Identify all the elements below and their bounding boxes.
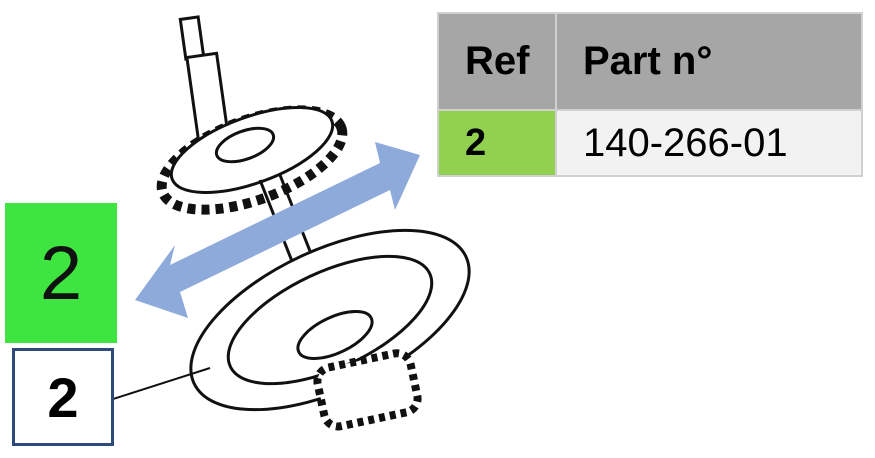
- table-row: 2 140-266-01: [437, 109, 863, 177]
- table-header-row: Ref Part n°: [437, 12, 863, 111]
- callout-label-box: 2: [12, 348, 114, 446]
- header-ref: Ref: [437, 12, 557, 111]
- header-part-number: Part n°: [555, 12, 863, 111]
- cell-part-number: 140-266-01: [555, 109, 863, 177]
- parts-table: Ref Part n° 2 140-266-01: [437, 12, 863, 177]
- cell-ref: 2: [437, 109, 557, 177]
- ref-label-box: 2: [5, 203, 117, 343]
- shaft-assembly: [84, 15, 471, 431]
- double-arrow: [135, 142, 420, 318]
